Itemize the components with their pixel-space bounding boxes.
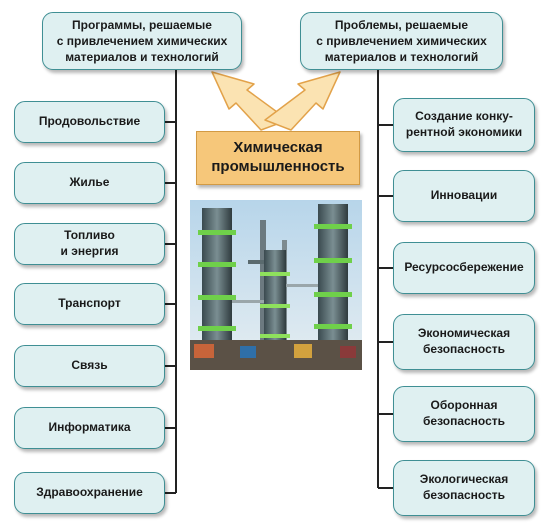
- left-item-healthcare: Здравоохранение: [14, 472, 165, 514]
- right-item-competitive-economy: Создание конку- рентной экономики: [393, 98, 535, 152]
- left-item-communication: Связь: [14, 345, 165, 387]
- programs-header: Программы, решаемые с привлечением химич…: [42, 12, 242, 70]
- left-item-housing: Жилье: [14, 162, 165, 204]
- right-item-ecological-security: Экологическая безопасность: [393, 460, 535, 516]
- right-item-innovation: Инновации: [393, 170, 535, 222]
- left-item-fuel-energy: Топливо и энергия: [14, 223, 165, 265]
- right-item-economic-security: Экономическая безопасность: [393, 314, 535, 370]
- arrow-to-problems-icon: [264, 71, 341, 131]
- problems-header: Проблемы, решаемые с привлечением химиче…: [300, 12, 503, 70]
- chemical-industry-title: Химическая промышленность: [196, 131, 360, 185]
- right-item-defense-security: Оборонная безопасность: [393, 386, 535, 442]
- left-item-transport: Транспорт: [14, 283, 165, 325]
- right-item-resource-saving: Ресурсосбережение: [393, 242, 535, 294]
- left-item-informatics: Информатика: [14, 407, 165, 449]
- left-item-food: Продовольствие: [14, 101, 165, 143]
- chemical-plant-photo-icon: [190, 200, 362, 370]
